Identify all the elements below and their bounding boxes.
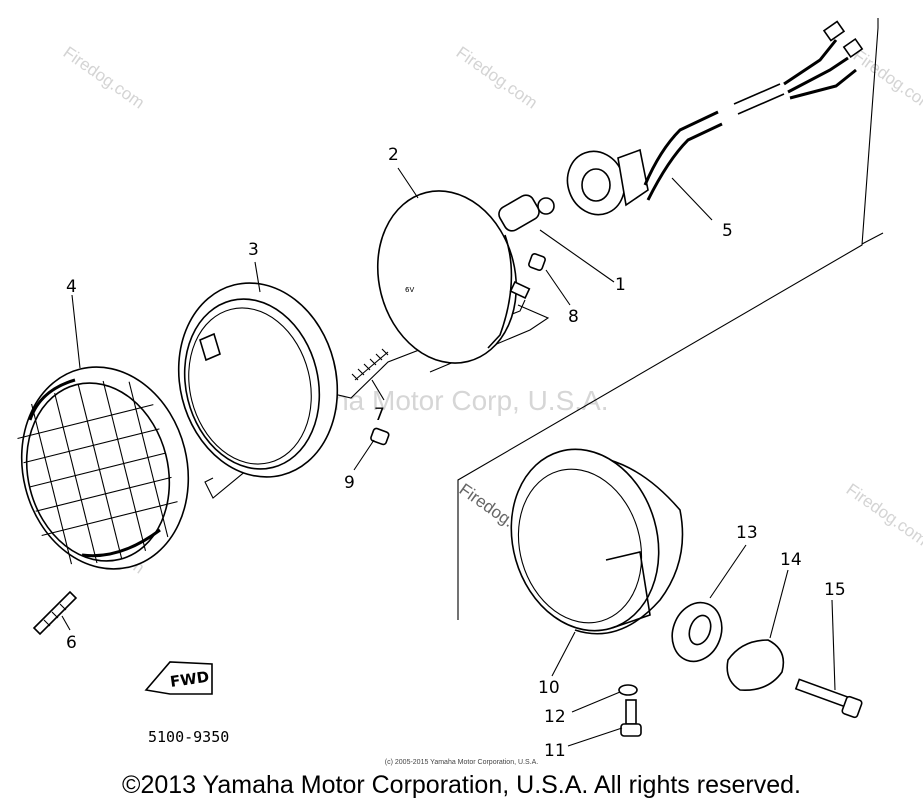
fwd-arrow-icon: FWD — [144, 661, 213, 695]
callout-4: 4 — [66, 277, 77, 297]
grommet-part-13 — [671, 601, 723, 663]
watermark-firedog: Firedog.com — [60, 43, 148, 113]
callout-10: 10 — [538, 678, 560, 698]
watermark-firedog: Firedog.com — [843, 480, 923, 550]
bolt-part-15 — [794, 678, 863, 719]
cap-part-14 — [726, 639, 785, 691]
headlight-rim — [177, 282, 339, 478]
copyright-line: ©2013 Yamaha Motor Corporation, U.S.A. A… — [122, 771, 801, 799]
small-copyright-notice: (c) 2005-2015 Yamaha Motor Corporation, … — [384, 759, 539, 766]
fwd-label: FWD — [169, 668, 210, 691]
adjusting-screw-part-7 — [351, 348, 389, 381]
headlight-case-part-10 — [510, 448, 684, 635]
callout-8: 8 — [568, 307, 579, 327]
callout-15: 15 — [824, 580, 846, 600]
headlight-guard — [17, 366, 190, 570]
callout-9: 9 — [344, 473, 355, 493]
callout-13: 13 — [736, 523, 758, 543]
callout-3: 3 — [248, 240, 259, 260]
callout-labels: 1 2 3 4 5 6 7 8 9 10 11 12 13 14 15 — [66, 145, 846, 761]
washer-part-12 — [618, 684, 638, 696]
callout-7: 7 — [374, 405, 385, 425]
leader-lines — [61, 167, 836, 747]
watermark-firedog: Firedog.com — [850, 46, 923, 116]
callout-14: 14 — [780, 550, 802, 570]
bulb-part-1 — [498, 194, 555, 232]
callout-6: 6 — [66, 633, 77, 653]
callout-11: 11 — [544, 741, 566, 761]
callout-1: 1 — [615, 275, 626, 295]
screw-part-6 — [32, 590, 78, 636]
watermark-firedog: Firedog.com — [453, 43, 541, 113]
headlight-lens-unit: 6V — [376, 190, 531, 364]
callout-5: 5 — [722, 221, 733, 241]
screw-part-9 — [370, 427, 390, 446]
figure-code: 5100-9350 — [148, 728, 229, 746]
clip-part-8 — [528, 253, 546, 271]
screw-part-11 — [620, 699, 642, 737]
callout-12: 12 — [544, 707, 566, 727]
bulb-marking: 6V — [405, 286, 414, 294]
socket-cord-part-5 — [566, 20, 864, 216]
callout-2: 2 — [388, 145, 399, 165]
